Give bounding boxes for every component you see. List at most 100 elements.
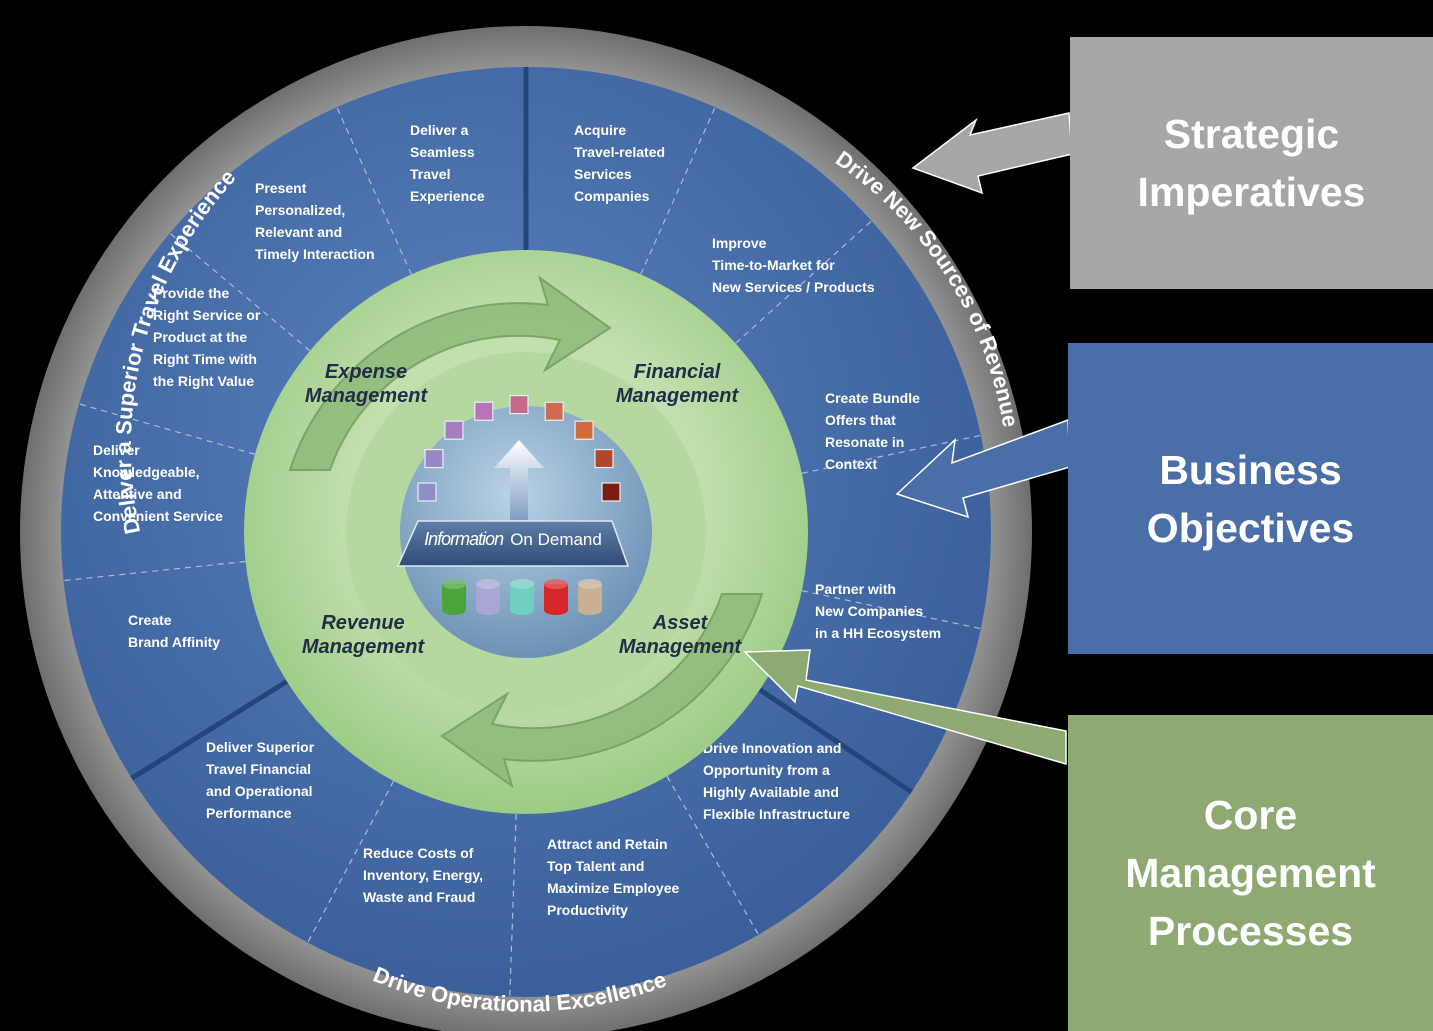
objective-divider	[735, 220, 872, 344]
data-sources	[442, 579, 602, 615]
objective-line: Right Time with	[153, 351, 257, 367]
database-cylinder	[476, 579, 500, 615]
objective-divider	[336, 106, 412, 275]
objective-line: Waste and Fraud	[363, 889, 475, 905]
objective-line: Maximize Employee	[547, 880, 679, 896]
objective-divider	[801, 590, 981, 630]
database-cylinder	[578, 579, 602, 615]
objective-8: Reduce Costs of Inventory, Energy, Waste a…	[363, 845, 483, 905]
objective-line: Convenient Service	[93, 508, 223, 524]
objective-line: Offers that	[825, 412, 896, 428]
database-cylinder	[510, 579, 534, 615]
cycle-arrow-top	[288, 275, 612, 471]
objective-line: Knowledgeable,	[93, 464, 200, 480]
objective-line: Opportunity from a	[703, 762, 830, 778]
objective-line: Travel Financial	[206, 761, 311, 777]
objective-line: Deliver a	[410, 122, 469, 138]
callout-arrows	[743, 112, 1073, 765]
strategic-callout-arrow	[911, 112, 1073, 195]
objective-line: in a HH Ecosystem	[815, 625, 941, 641]
business-objectives-box: Business Objectives	[1068, 343, 1433, 654]
objective-line: Personalized,	[255, 202, 345, 218]
objective-line: Flexible Infrastructure	[703, 806, 850, 822]
upward-arrow	[494, 440, 544, 520]
process-line: Management	[616, 385, 740, 407]
objective-divider	[509, 813, 517, 997]
process-line: Management	[619, 636, 743, 658]
process-line: Asset	[652, 612, 709, 634]
data-block	[594, 448, 614, 469]
objective-line: Brand Affinity	[128, 634, 220, 650]
data-block	[574, 420, 594, 440]
objective-line: and Operational	[206, 783, 313, 799]
core-callout-arrow	[743, 649, 1067, 765]
objective-line: New Services / Products	[712, 279, 875, 295]
objective-divider	[307, 780, 395, 943]
objective-line: Productivity	[547, 902, 628, 918]
objective-line: Highly Available and	[703, 784, 839, 800]
objective-divider	[666, 775, 760, 936]
objective-line: the Right Value	[153, 373, 254, 389]
objective-line: Timely Interaction	[255, 246, 375, 262]
objective-line: Resonate in	[825, 434, 904, 450]
database-cylinder	[442, 579, 466, 615]
objective-line: Acquire	[574, 122, 626, 138]
strategic-imperatives-label: Strategic Imperatives	[1137, 111, 1366, 215]
objective-line: Attentive and	[93, 486, 182, 502]
objective-divider	[169, 232, 311, 352]
objective-line: Relevant and	[255, 224, 342, 240]
objective-line: Provide the	[153, 285, 229, 301]
objective-line: Create Bundle	[825, 390, 920, 406]
center-label-part1: Information	[424, 529, 504, 549]
strategic-imperatives-box: Strategic Imperatives	[1070, 37, 1433, 289]
business-callout-arrow	[895, 418, 1071, 519]
objective-line: Right Service or	[153, 307, 261, 323]
data-block	[509, 395, 529, 415]
objective-line: Top Talent and	[547, 858, 644, 874]
objective-divider	[801, 434, 981, 474]
objective-line: Seamless	[410, 144, 475, 160]
objective-line: Services	[574, 166, 632, 182]
objective-line: Time-to-Market for	[712, 257, 835, 273]
process-line: Revenue	[321, 612, 404, 634]
database-cylinder	[544, 579, 568, 615]
objective-line: Deliver Superior	[206, 739, 315, 755]
objective-line: Travel	[410, 166, 450, 182]
objective-line: Create	[128, 612, 172, 628]
process-line: Management	[305, 385, 429, 407]
center-label-part2: On Demand	[510, 530, 602, 549]
objective-line: Partner with	[815, 581, 896, 597]
objective-line: Context	[825, 456, 877, 472]
objective-line: Companies	[574, 188, 650, 204]
objective-line: Reduce Costs of	[363, 845, 474, 861]
objective-divider	[640, 106, 716, 275]
objective-line: New Companies	[815, 603, 923, 619]
core-management-processes-box: Core Management Processes	[1068, 715, 1433, 1031]
objective-dividers	[63, 67, 981, 997]
objective-line: Attract and Retain	[547, 836, 668, 852]
process-line: Financial	[634, 361, 721, 383]
cycle-arrows	[288, 275, 764, 789]
process-line: Expense	[325, 361, 407, 383]
data-block	[544, 401, 564, 421]
objective-line: Drive Innovation and	[703, 740, 841, 756]
objective-line: Inventory, Energy,	[363, 867, 483, 883]
